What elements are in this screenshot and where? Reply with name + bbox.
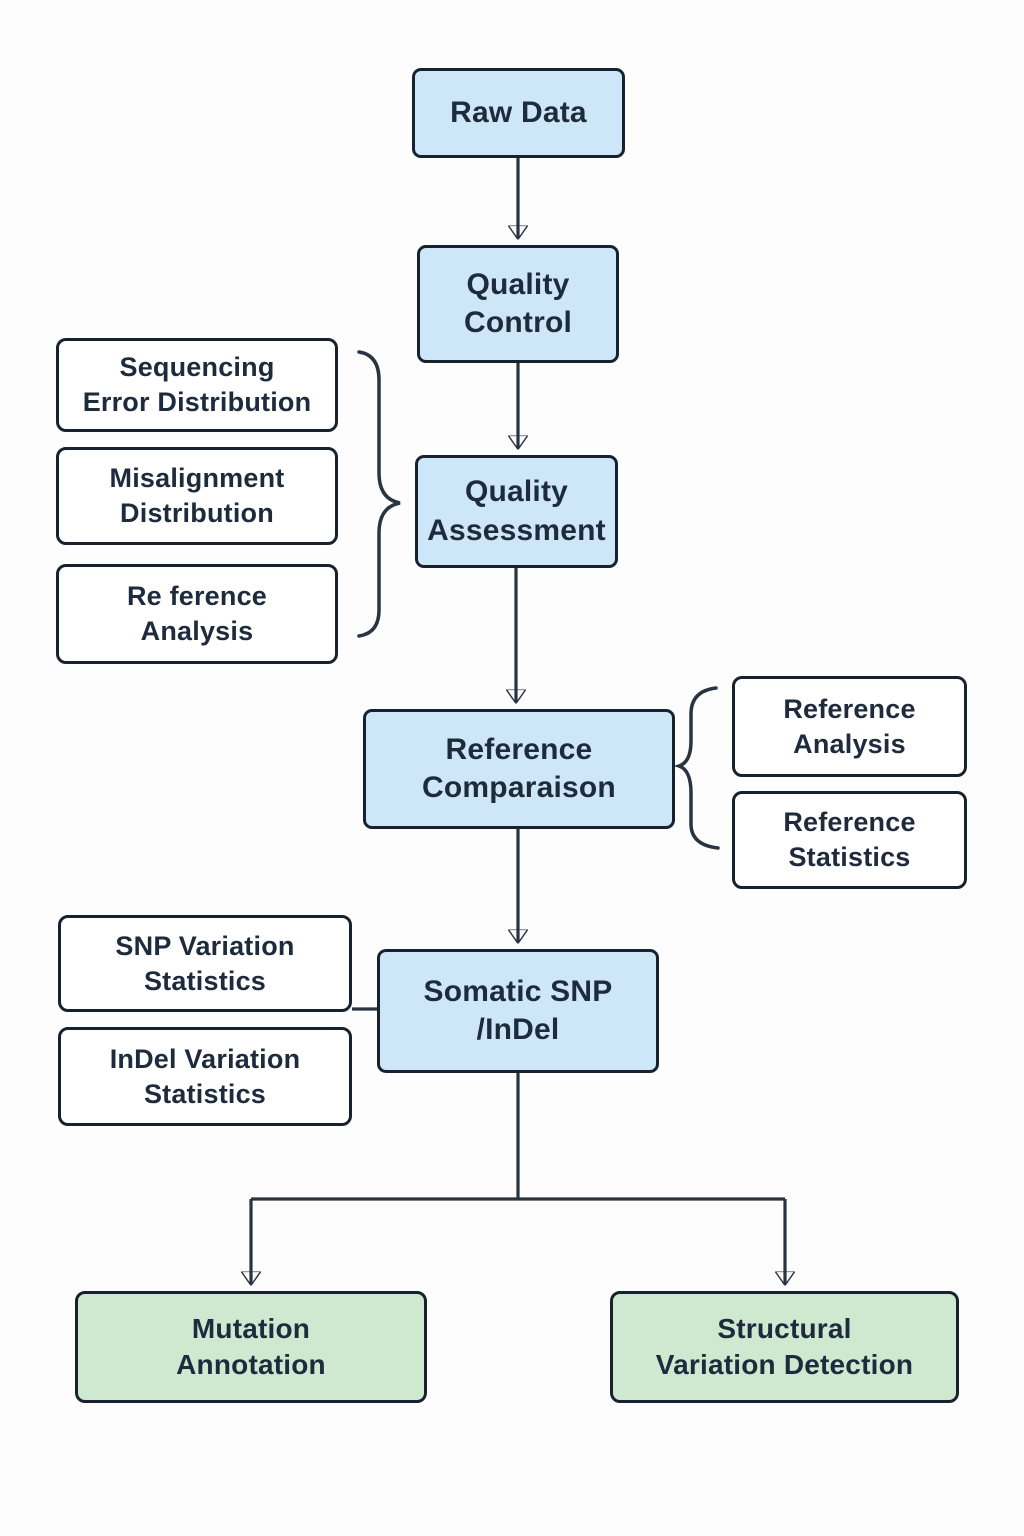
node-reference-analysis-left-label-line1: Re ference [126,581,268,612]
node-mutation-annotation-label-line2: Annotation [176,1349,326,1380]
node-quality-control: Quality Control [417,245,619,363]
node-misalignment-label-line2: Distribution [120,498,274,528]
node-indel-variation-label-line1: InDel Variation [109,1043,301,1074]
node-sequencing-error-label-line2: Error Distribution [82,387,312,417]
node-reference-comparaison: Reference Comparaison [363,709,675,829]
node-structural-variation-label-line1: Structural [717,1313,852,1345]
node-indel-variation-label-line2: Statistics [143,1078,267,1109]
node-mutation-annotation: Mutation Annotation [75,1291,427,1403]
brace-left-group-to-qualityassessment [357,350,401,638]
node-quality-assessment-label-line1: Quality [464,475,569,509]
node-reference-analysis-right: Reference Analysis [732,676,967,777]
node-snp-variation-statistics: SNP Variation Statistics [58,915,352,1012]
node-somatic-snp-indel-label-line2: /InDel [476,1013,560,1046]
node-reference-analysis-right-label-line2: Analysis [793,728,906,759]
node-mutation-annotation-label-line1: Mutation [191,1313,311,1345]
node-structural-variation-label-line2: Variation Detection [655,1349,914,1380]
node-reference-statistics: Reference Statistics [732,791,967,889]
node-quality-assessment: Quality Assessment [415,455,618,568]
node-reference-statistics-label-line2: Statistics [788,842,911,872]
node-reference-analysis-left-label-line2: Analysis [140,616,254,646]
node-somatic-snp-indel-label-line1: Somatic SNP [423,974,613,1008]
node-reference-comparaison-label-line1: Reference [445,732,593,766]
node-reference-analysis-right-label-line1: Reference [783,693,916,724]
node-quality-control-label-line1: Quality [466,267,570,301]
node-misalignment-label-line1: Misalignment [109,463,285,494]
node-quality-control-label-line2: Control [463,306,573,339]
node-snp-variation-label-line2: Statistics [143,965,267,996]
node-snp-variation-label-line1: SNP Variation [115,930,295,961]
node-sequencing-error-distribution: Sequencing Error Distribution [56,338,338,432]
node-raw-data-label: Raw Data [450,95,587,129]
node-reference-comparaison-label-line2: Comparaison [422,771,616,804]
node-sequencing-error-label-line1: Sequencing [119,352,275,383]
brace-referencecomparaison-to-right-group [673,686,720,850]
node-somatic-snp-indel: Somatic SNP /InDel [377,949,659,1073]
node-raw-data: Raw Data [412,68,625,158]
node-quality-assessment-label-line2: Assessment [427,513,606,547]
node-indel-variation-statistics: InDel Variation Statistics [58,1027,352,1126]
node-reference-statistics-label-line1: Reference [783,807,916,838]
node-misalignment-distribution: Misalignment Distribution [56,447,338,545]
node-reference-analysis-left: Re ference Analysis [56,564,338,664]
node-structural-variation-detection: Structural Variation Detection [610,1291,959,1403]
